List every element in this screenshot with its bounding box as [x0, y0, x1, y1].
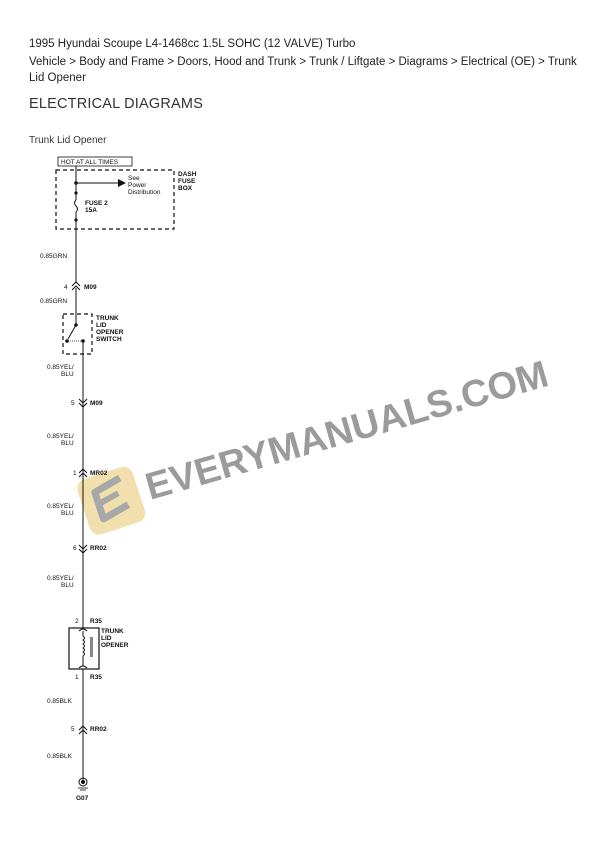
- switch-label-2: LID: [96, 322, 107, 329]
- see-label: See: [128, 175, 140, 182]
- opener-label-1: TRUNK: [101, 628, 124, 635]
- switch-icon: [67, 324, 77, 340]
- opener-label-2: LID: [101, 635, 112, 642]
- pin-label: 5: [71, 726, 75, 733]
- ground-label: G07: [76, 795, 89, 802]
- fuse-label: FUSE: [178, 178, 196, 185]
- distribution-label: Distribution: [128, 189, 161, 196]
- pin-label: 2: [75, 618, 79, 625]
- watermark-logo-icon: [77, 466, 146, 535]
- connector-label: R35: [90, 618, 102, 625]
- fuse-name: FUSE 2: [85, 200, 108, 207]
- wire-label: 0.85YEL/: [47, 575, 74, 582]
- switch-label-4: SWITCH: [96, 336, 122, 343]
- pin-label: 6: [73, 545, 77, 552]
- wire-label: 0.85YEL/: [47, 433, 74, 440]
- box-label: BOX: [178, 185, 193, 192]
- diagram-label: Trunk Lid Opener: [29, 135, 107, 146]
- connector-label: RR02: [90, 726, 107, 733]
- hot-at-all-times-label: HOT AT ALL TIMES: [61, 159, 119, 166]
- wire-label: BLU: [61, 371, 74, 378]
- power-label: Power: [128, 182, 147, 189]
- connector-label: R35: [90, 674, 102, 681]
- connector-icon: [78, 468, 88, 478]
- connector-icon: [78, 725, 88, 735]
- solenoid-core-icon: [90, 637, 93, 657]
- switch-label-3: OPENER: [96, 329, 124, 336]
- switch-label-1: TRUNK: [96, 315, 119, 322]
- wire-label: BLU: [61, 582, 74, 589]
- wire-label: BLU: [61, 510, 74, 517]
- pin-label: 1: [73, 470, 77, 477]
- connector-icon: [78, 544, 88, 554]
- wire-label: BLU: [61, 440, 74, 447]
- wire-label: 0.85BLK: [47, 753, 73, 760]
- connector-label: RR02: [90, 545, 107, 552]
- connector-label: M09: [90, 400, 103, 407]
- section-title: ELECTRICAL DIAGRAMS: [29, 96, 204, 112]
- fuse-rating: 15A: [85, 207, 97, 214]
- connector-label: MR02: [90, 470, 108, 477]
- pin-label: 1: [75, 674, 79, 681]
- solenoid-coil-icon: [82, 635, 85, 657]
- wire-label: 0.85GRN: [40, 298, 67, 305]
- connector-icon: [78, 398, 88, 408]
- wire-label: 0.85YEL/: [47, 364, 74, 371]
- wire-label: 0.85GRN: [40, 253, 67, 260]
- wire-label: 0.85BLK: [47, 698, 73, 705]
- arrow-right-icon: [118, 179, 126, 187]
- connector-icon: [71, 281, 81, 291]
- ground-icon: [78, 777, 88, 791]
- opener-label-3: OPENER: [101, 642, 129, 649]
- wire-label: 0.85YEL/: [47, 503, 74, 510]
- fuse-icon: [74, 199, 78, 213]
- watermark-text: EVERYMANUALS.COM: [141, 353, 553, 508]
- breadcrumb[interactable]: Vehicle > Body and Frame > Doors, Hood a…: [29, 56, 577, 84]
- pin-label: 5: [71, 400, 75, 407]
- page-title: 1995 Hyundai Scoupe L4-1468cc 1.5L SOHC …: [29, 38, 356, 50]
- opener-box: [68, 627, 100, 670]
- connector-label: M09: [84, 284, 97, 291]
- dash-label: DASH: [178, 171, 197, 178]
- pin-label: 4: [64, 284, 68, 291]
